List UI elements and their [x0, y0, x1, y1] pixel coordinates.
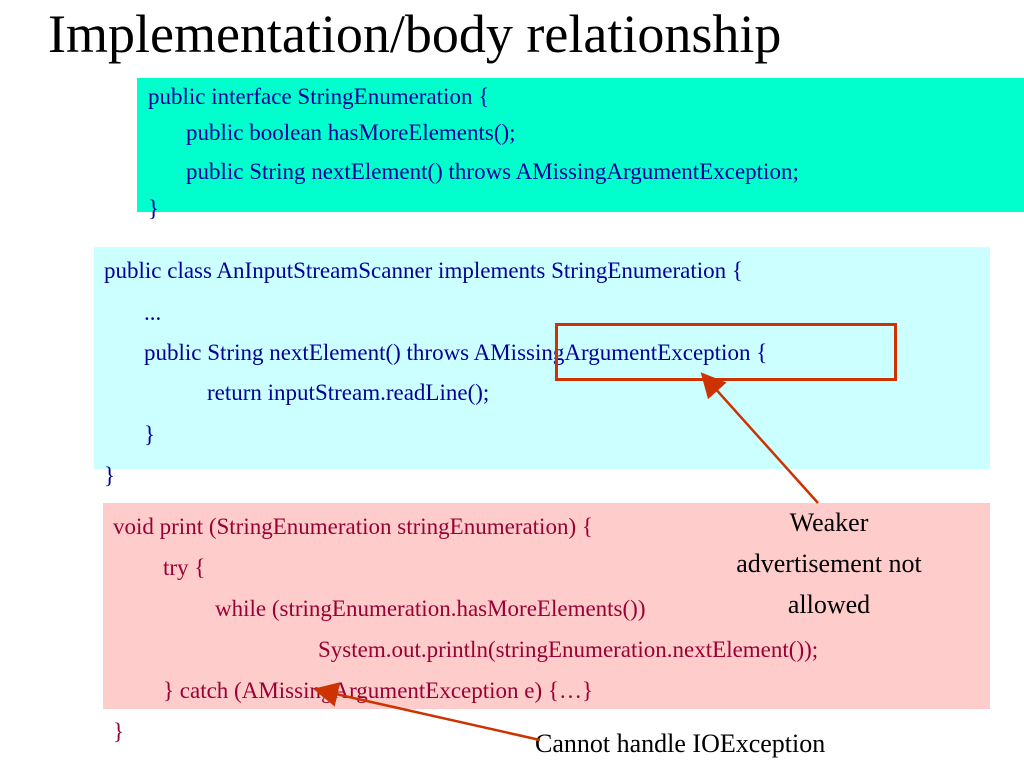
interface-line-3: public String nextElement() throws AMiss…	[186, 159, 799, 184]
interface-line-1: public interface StringEnumeration {	[148, 84, 490, 109]
class-code-box	[94, 247, 990, 469]
slide-title: Implementation/body relationship	[48, 4, 782, 64]
interface-line-2: public boolean hasMoreElements();	[186, 120, 516, 145]
print-line-4: System.out.println(stringEnumeration.nex…	[318, 637, 819, 662]
print-line-3: while (stringEnumeration.hasMoreElements…	[215, 596, 646, 621]
print-line-5: } catch (AMissingArgumentException e) {……	[163, 678, 593, 703]
weaker-callout-line-3: allowed	[787, 590, 871, 619]
print-line-1: void print (StringEnumeration stringEnum…	[113, 514, 593, 539]
print-line-6: }	[113, 719, 125, 744]
weaker-advertisement-callout: Weaker advertisement not allowed	[708, 502, 950, 625]
class-line-1: public class AnInputStreamScanner implem…	[104, 258, 743, 283]
interface-line-4: }	[148, 196, 160, 221]
class-line-5: }	[144, 422, 156, 447]
weaker-arrow	[700, 372, 819, 504]
print-code-box	[103, 503, 990, 709]
class-line-6: }	[104, 463, 116, 488]
class-line-3: public String nextElement() throws AMiss…	[144, 340, 768, 365]
interface-code-box	[137, 78, 1024, 212]
weaker-callout-line-1: Weaker	[789, 508, 869, 537]
class-line-2: ...	[144, 300, 162, 325]
print-line-2: try {	[163, 555, 206, 580]
weaker-callout-line-2: advertisement not	[736, 549, 922, 578]
cannot-handle-arrow	[313, 682, 541, 742]
cannot-handle-callout: Cannot handle IOException	[535, 729, 826, 758]
class-line-4: return inputStream.readLine();	[207, 380, 490, 405]
